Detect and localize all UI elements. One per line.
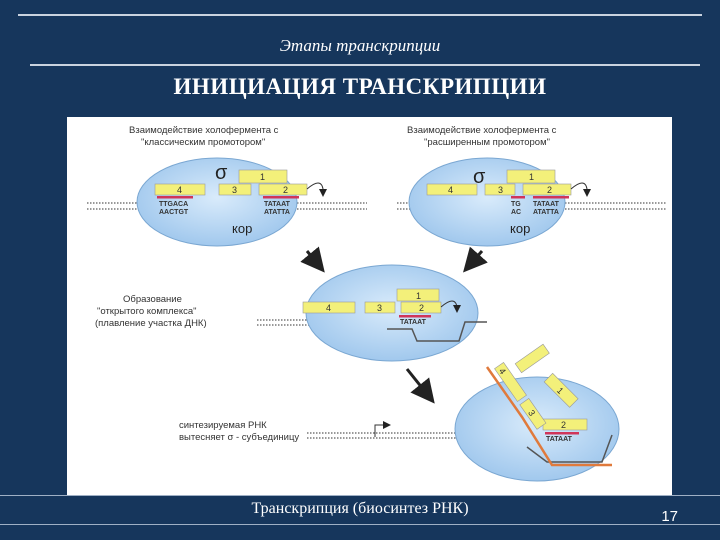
domain-1 (396, 288, 440, 302)
seq-aactgt: AACTGT (159, 209, 189, 216)
domain-2 (522, 183, 572, 196)
panel-left-caption-1: Взаимодействие холофермента с (129, 125, 279, 136)
panel-left-caption-2: "классическим промотором" (141, 137, 265, 148)
domain-4 (154, 183, 206, 196)
domain-2-label: 2 (547, 185, 552, 195)
domain-2-label: 2 (283, 185, 288, 195)
promoter-mark-ext (511, 196, 525, 199)
slide-title: ИНИЦИАЦИЯ ТРАНСКРИПЦИИ (173, 74, 547, 99)
melted-dna (526, 434, 613, 463)
seq-tataat: TATAAT (533, 201, 560, 208)
domain-3-label: 3 (377, 303, 382, 313)
domain-4-label: 4 (448, 185, 453, 195)
domain-1-label: 1 (529, 172, 534, 182)
promoter-mark-10 (399, 315, 431, 318)
panel-extended-promoter: Взаимодействие холофермента с "расширенн… (397, 125, 667, 247)
rna-caption-1: синтезируемая РНК (179, 420, 267, 431)
flow-arrow-left (300, 246, 325, 273)
domain-1 (506, 169, 556, 184)
domain-3-label: 3 (232, 185, 237, 195)
start-arrow (570, 182, 591, 197)
panel-right-caption-2: "расширенным промотором" (424, 137, 550, 148)
start-arrow (440, 300, 461, 313)
slide-subtitle: Этапы транскрипции (279, 36, 441, 55)
rna-transcript (485, 366, 612, 467)
domain-3-label: 3 (498, 185, 503, 195)
domain-1-label: 1 (416, 291, 421, 301)
domain-2 (258, 183, 308, 196)
promoter-mark-35 (157, 196, 193, 199)
domain-2-label: 2 (419, 303, 424, 313)
core-label: кор (510, 221, 530, 236)
footer-divider-bottom (0, 524, 720, 525)
domain-4-label: 4 (177, 185, 182, 195)
page-number: 17 (661, 508, 678, 525)
promoter-mark-10 (263, 196, 299, 199)
sigma-domain-1-released: 1 (543, 372, 579, 408)
domain-2-label: 2 (561, 420, 566, 430)
flow-arrow-elongation (405, 368, 435, 404)
seq-tg: TG (511, 201, 521, 208)
panel-right-caption-1: Взаимодействие холофермента с (407, 125, 557, 136)
sigma-symbol: σ (215, 162, 228, 184)
promoter-mark-10 (545, 432, 579, 435)
open-caption-1: Образование (123, 294, 182, 305)
flow-arrow-right (463, 246, 488, 273)
slide-footer: Транскрипция (биосинтез РНК) (251, 500, 469, 517)
transcription-diagram: Взаимодействие холофермента с "классичес… (67, 117, 672, 496)
domain-1 (238, 169, 288, 184)
domain-2 (400, 301, 442, 314)
svg-text:4: 4 (497, 366, 508, 376)
start-arrow (306, 182, 327, 197)
seq-tataat: TATAAT (264, 201, 291, 208)
promoter-mark-10 (533, 196, 569, 199)
svg-text:3: 3 (526, 408, 537, 418)
domain-3 (364, 301, 396, 314)
footer-divider-top (0, 495, 720, 496)
seq-tataat: TATAAT (400, 319, 427, 326)
core-label: кор (232, 221, 252, 236)
start-arrow (374, 421, 391, 437)
sigma-domains-released: 4 3 (494, 361, 547, 430)
domain-3 (218, 183, 252, 196)
seq-ac: AC (511, 209, 521, 216)
sigma-symbol: σ (473, 166, 486, 188)
seq-atatta: ATATTA (533, 209, 559, 216)
sigma-domain-released (514, 343, 550, 374)
open-caption-3: (плавление участка ДНК) (95, 318, 207, 329)
domain-4 (302, 301, 356, 314)
domain-1-label: 1 (260, 172, 265, 182)
panel-sigma-release: синтезируемая РНК вытесняет σ - субъедин… (179, 343, 620, 482)
seq-tataat: TATAAT (546, 436, 573, 443)
seq-atatta: ATATTA (264, 209, 290, 216)
svg-text:1: 1 (555, 385, 566, 396)
domain-4 (426, 183, 478, 196)
title-divider (30, 64, 700, 66)
open-caption-2: "открытого комплекса" (97, 306, 197, 317)
panel-classical-promoter: Взаимодействие холофермента с "классичес… (87, 125, 367, 247)
rna-caption-2: вытесняет σ - субъединицу (179, 432, 299, 443)
top-divider (18, 14, 702, 16)
domain-4-label: 4 (326, 303, 331, 313)
seq-ttgaca: TTGACA (159, 201, 188, 208)
domain-3 (484, 183, 516, 196)
melted-dna (387, 321, 487, 342)
panel-open-complex: Образование "открытого комплекса" (плавл… (95, 264, 487, 362)
